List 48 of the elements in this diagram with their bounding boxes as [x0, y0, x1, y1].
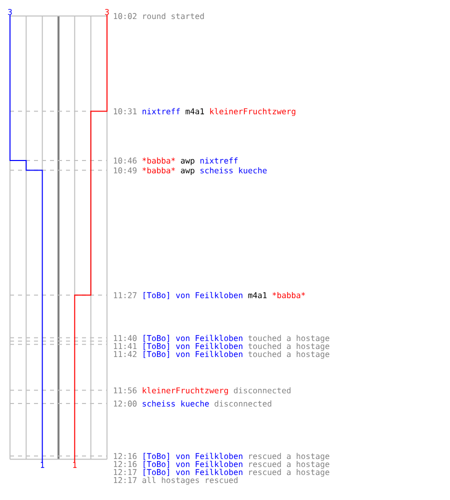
player-name: nixtreff — [142, 108, 180, 114]
time-label: 10:46 — [114, 158, 137, 164]
event-text: round started — [143, 12, 204, 20]
player-name: kleinerFruchtzwerg — [210, 108, 296, 116]
player-name: scheiss kueche — [142, 400, 209, 407]
time-label: 12:00 — [114, 400, 137, 407]
time-label: 12:16 — [114, 453, 137, 460]
player-name: [ToBo] von Feilkloben — [144, 468, 242, 476]
event-text: rescued a hostage — [249, 460, 330, 469]
time-label: 10:31 — [114, 108, 137, 114]
time-label: 11:56 — [114, 387, 137, 394]
event-text: touched a hostage — [248, 350, 330, 359]
event-text: rescued a hostage — [249, 452, 330, 461]
time-label: 12:17 — [114, 477, 136, 483]
player-name: * babba * — [142, 157, 175, 164]
event-text: disconnected — [234, 387, 290, 394]
time-label: 11:40 — [114, 335, 137, 342]
player-name: [ToBo] von Feilkloben — [144, 292, 242, 300]
player-name: [ToBo] von Feilkloben — [144, 350, 242, 358]
event-text: touched a hostage — [248, 342, 330, 351]
player-name: kleinerFruchtzwerg — [142, 387, 228, 396]
event-text: rescued a hostage — [249, 468, 330, 477]
weapon-name: m4a1 — [186, 108, 204, 114]
event-text: touched a hostage — [248, 334, 330, 343]
time-label: 11:41 — [114, 343, 137, 349]
player-name: [ToBo] von Feilkloben — [144, 342, 242, 350]
player-name: nixtreff — [200, 157, 238, 164]
player-name: * babba * — [272, 292, 306, 298]
time-label: 12:17 — [114, 469, 136, 475]
player-name: scheiss kueche — [200, 167, 267, 174]
time-label: 11:27 — [114, 292, 136, 298]
count-label: 1 — [73, 462, 77, 468]
weapon-name: awp — [180, 168, 194, 175]
weapon-name: awp — [180, 159, 194, 166]
player-name: [ToBo] von Feilkloben — [144, 452, 242, 460]
time-label: 12:16 — [114, 461, 137, 468]
player-name: * babba * — [142, 167, 175, 174]
count-label: 3 — [105, 8, 109, 15]
time-label: 10:49 — [114, 167, 137, 174]
event-text: disconnected — [214, 400, 272, 407]
count-label: 1 — [40, 462, 44, 468]
player-name: [ToBo] von Feilkloben — [144, 460, 242, 468]
time-label: 10:02 — [114, 13, 136, 20]
count-label: 3 — [8, 8, 12, 15]
event-text: all hostages rescued — [142, 476, 238, 485]
time-label: 11:42 — [114, 351, 136, 357]
weapon-name: m4a1 — [248, 292, 267, 298]
player-name: [ToBo] von Feilkloben — [144, 334, 242, 342]
